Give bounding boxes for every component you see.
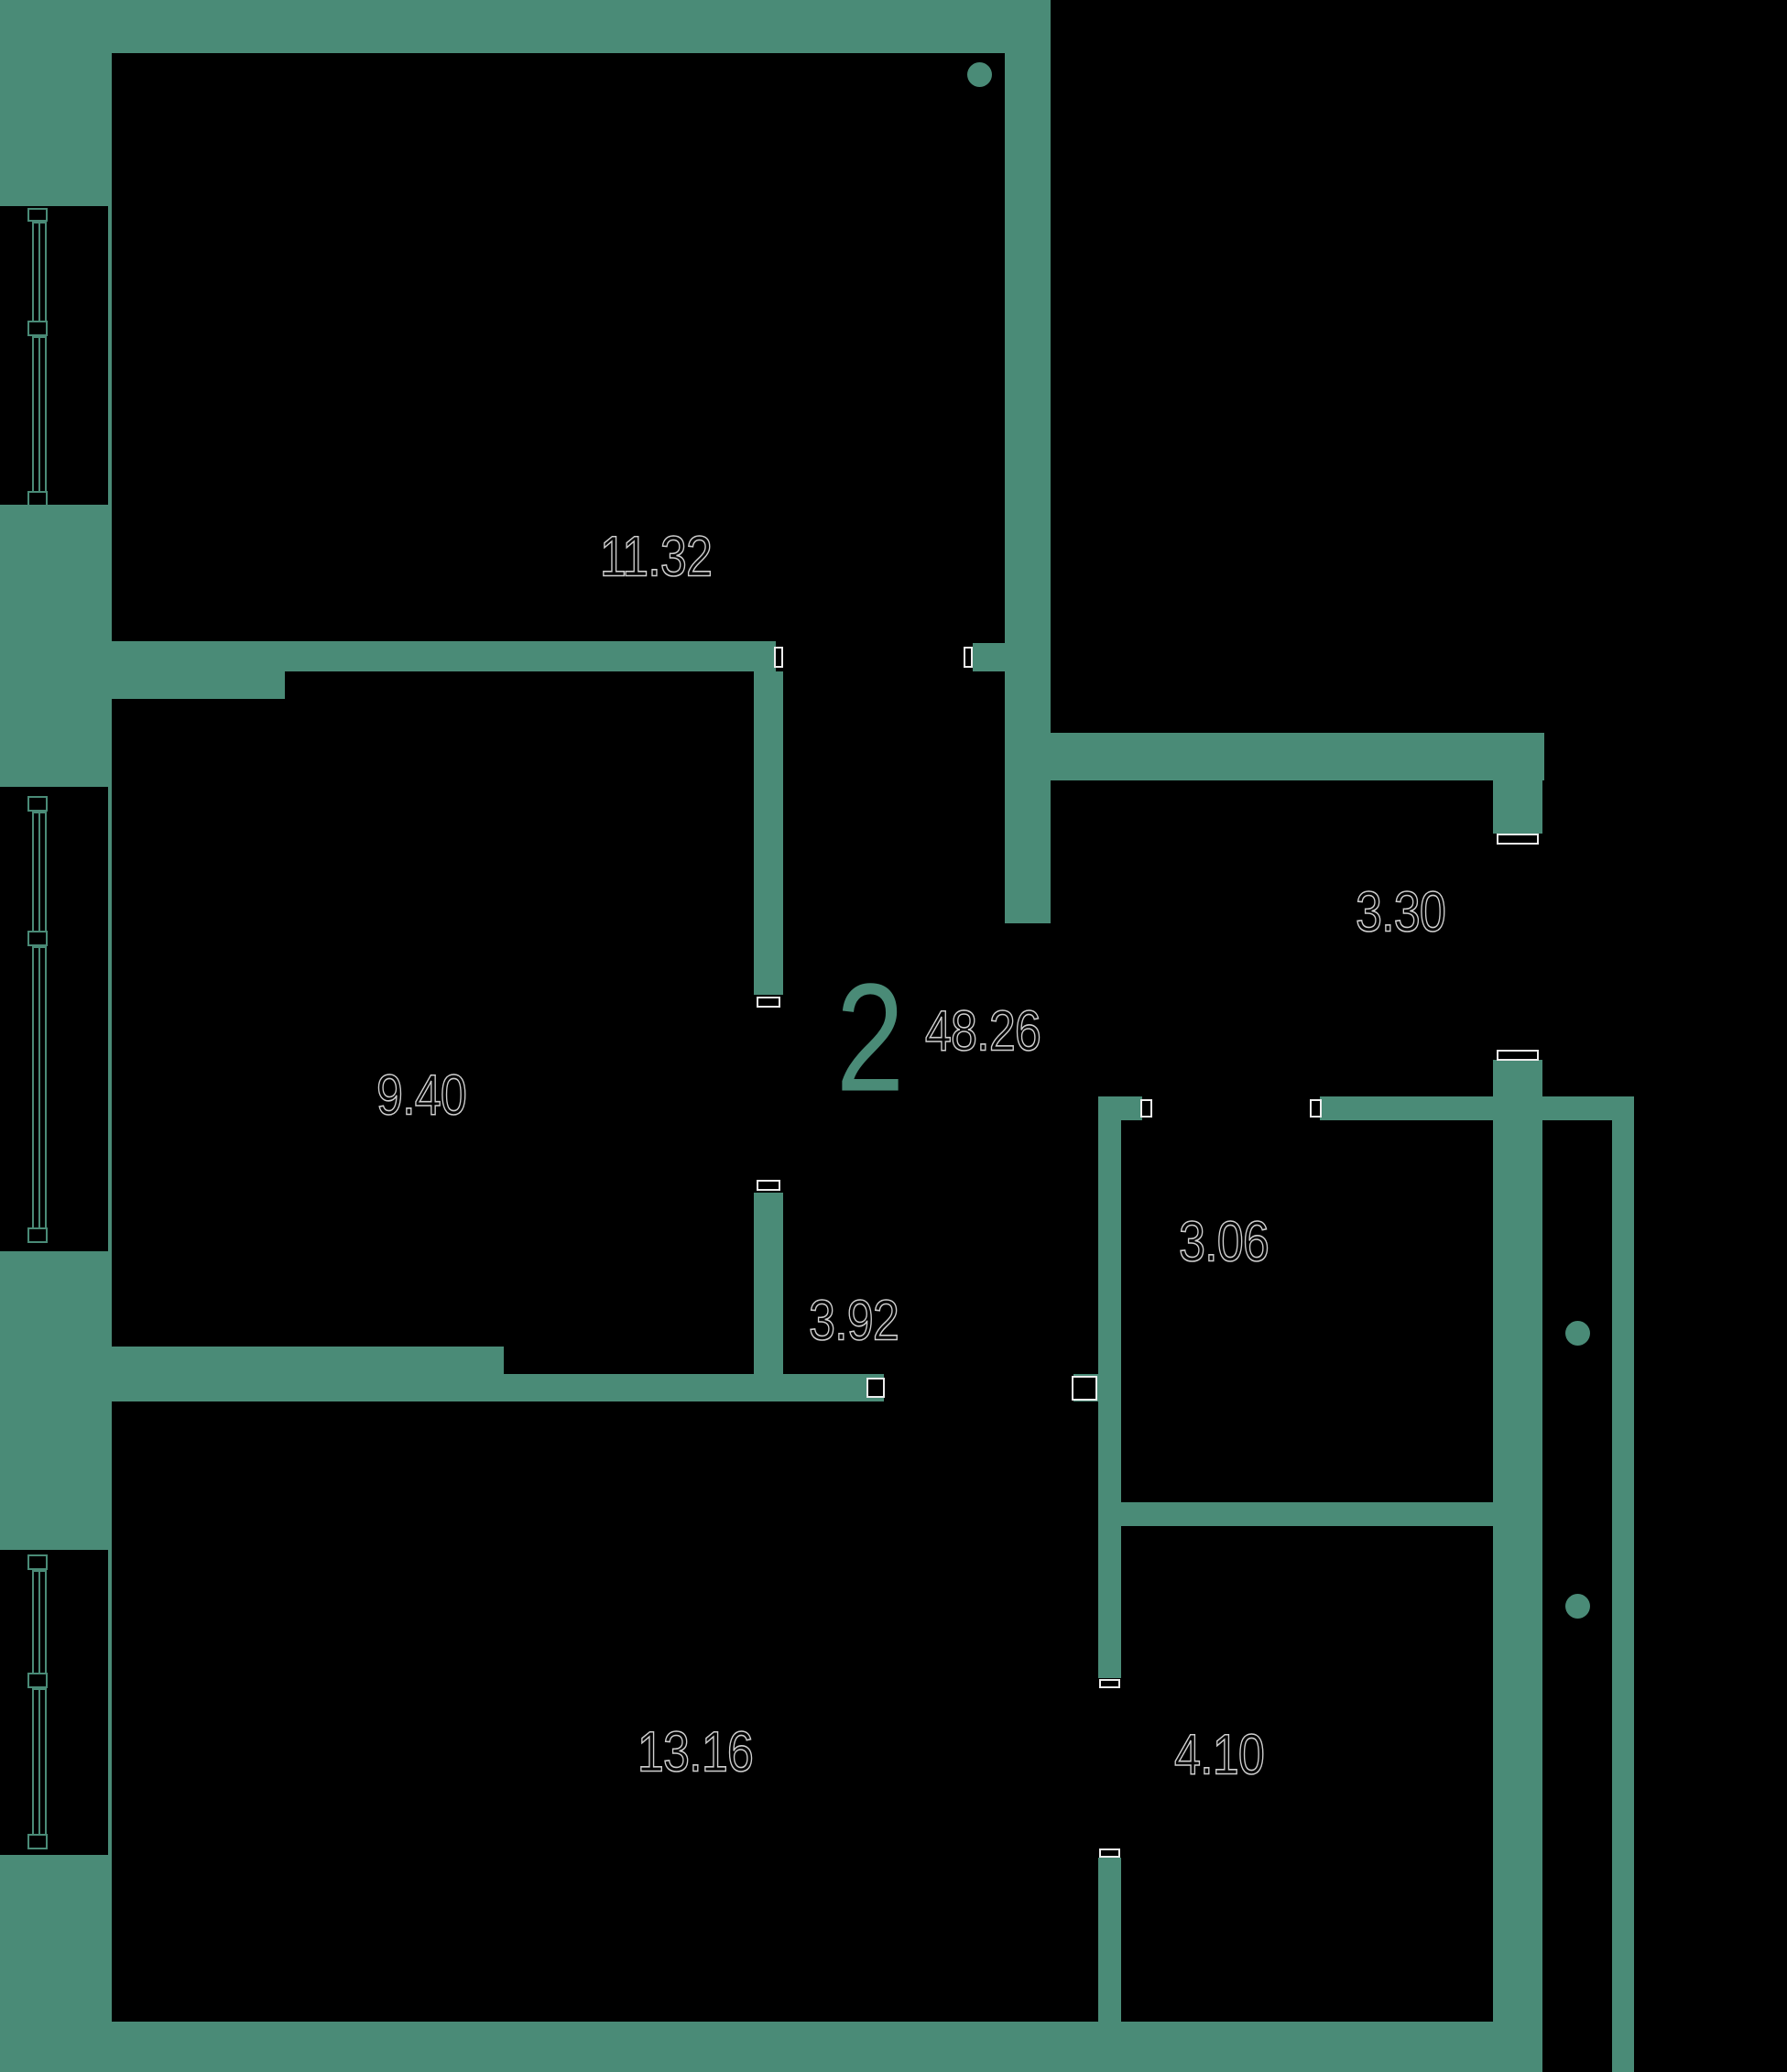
door-jamb (1497, 834, 1539, 845)
door-opening-bottom-right-room (1098, 1686, 1121, 1849)
door-jamb (1310, 1099, 1322, 1118)
door-jamb (1072, 1376, 1097, 1401)
wall-middle-room-right-upper (754, 671, 783, 995)
wall-bottom-band (110, 2022, 1542, 2072)
wall-niche-top (1019, 733, 1544, 780)
area-label-room-top: 11.32 (599, 525, 713, 590)
wall-entrance-stub-upper (1493, 780, 1542, 834)
window-bracket-icon (27, 1227, 48, 1243)
wall-left-column-d (0, 1855, 112, 2072)
door-jamb (1497, 1050, 1539, 1061)
door-jamb (757, 1180, 780, 1191)
window-pane-icon (32, 336, 47, 493)
window-bracket-icon (27, 1834, 48, 1849)
rooms-count-label: 2 (835, 951, 905, 1124)
window-pane-icon (32, 1570, 47, 1674)
door-opening-living (884, 1374, 1072, 1401)
wall-niche-bottom-right-seg (1320, 1096, 1542, 1120)
window-pane-icon (32, 222, 47, 322)
riser-dot-icon (1565, 1594, 1590, 1619)
window-bracket-icon (27, 491, 48, 507)
door-jamb (774, 647, 783, 668)
window-bracket-icon (27, 1673, 48, 1688)
wall-edge-line-window-b (108, 787, 112, 1251)
wall-left-column-a (0, 0, 112, 206)
door-jamb (1099, 1679, 1120, 1688)
wall-below-top-room (112, 641, 776, 671)
door-opening-room-top (782, 643, 965, 671)
door-jamb (757, 997, 780, 1008)
wall-top-band (0, 0, 1051, 53)
door-jamb (1099, 1848, 1120, 1858)
door-jamb (866, 1378, 885, 1398)
wall-living-top-right (504, 1374, 884, 1401)
total-area-label: 48.26 (924, 999, 1041, 1064)
wall-small-rooms-left-lower (1098, 1858, 1121, 2026)
area-label-room-bottom-right: 4.10 (1173, 1723, 1265, 1788)
area-label-room-middle-left: 9.40 (376, 1063, 467, 1129)
wall-left-column-c (0, 1251, 112, 1550)
door-opening-entrance (1493, 842, 1542, 1052)
door-jamb (964, 647, 973, 668)
window-pane-icon (32, 812, 47, 932)
wall-shaft-left (1493, 1120, 1542, 2026)
window-bracket-icon (27, 796, 48, 812)
area-label-small-room-right: 3.06 (1178, 1210, 1269, 1275)
area-label-niche-right: 3.30 (1355, 880, 1446, 945)
wall-edge-line-window-c (108, 1550, 112, 1855)
wall-niche-bottom-left-seg (1098, 1096, 1142, 1120)
door-jamb (1140, 1099, 1152, 1118)
door-opening-small-room (1150, 1096, 1312, 1120)
wall-shaft-top-arm (1542, 1096, 1612, 1120)
wall-small-rooms-left-upper (1098, 1120, 1121, 1678)
wall-living-top-left (110, 1347, 504, 1401)
area-label-room-bottom-left: 13.16 (637, 1720, 754, 1785)
window-bracket-icon (27, 321, 48, 336)
wall-edge-line-window-a (108, 206, 112, 505)
riser-dot-icon (1565, 1321, 1590, 1346)
wall-step-middle-room (112, 671, 285, 699)
wall-below-top-room-stub (973, 643, 1005, 671)
wall-left-column-b (0, 505, 112, 787)
window-bracket-icon (27, 208, 48, 222)
wall-outer-right (1612, 1096, 1634, 2072)
window-bracket-icon (27, 1554, 48, 1570)
window-bracket-icon (27, 931, 48, 946)
wall-between-small-rooms (1121, 1502, 1497, 1526)
window-pane-icon (32, 1688, 47, 1836)
wall-right-of-top-room (1005, 0, 1051, 923)
door-opening-room-middle (754, 995, 783, 1193)
wall-middle-room-right-lower (754, 1193, 783, 1401)
window-pane-icon (32, 946, 47, 1229)
area-label-corridor: 3.92 (808, 1289, 899, 1354)
riser-dot-icon (967, 62, 992, 87)
